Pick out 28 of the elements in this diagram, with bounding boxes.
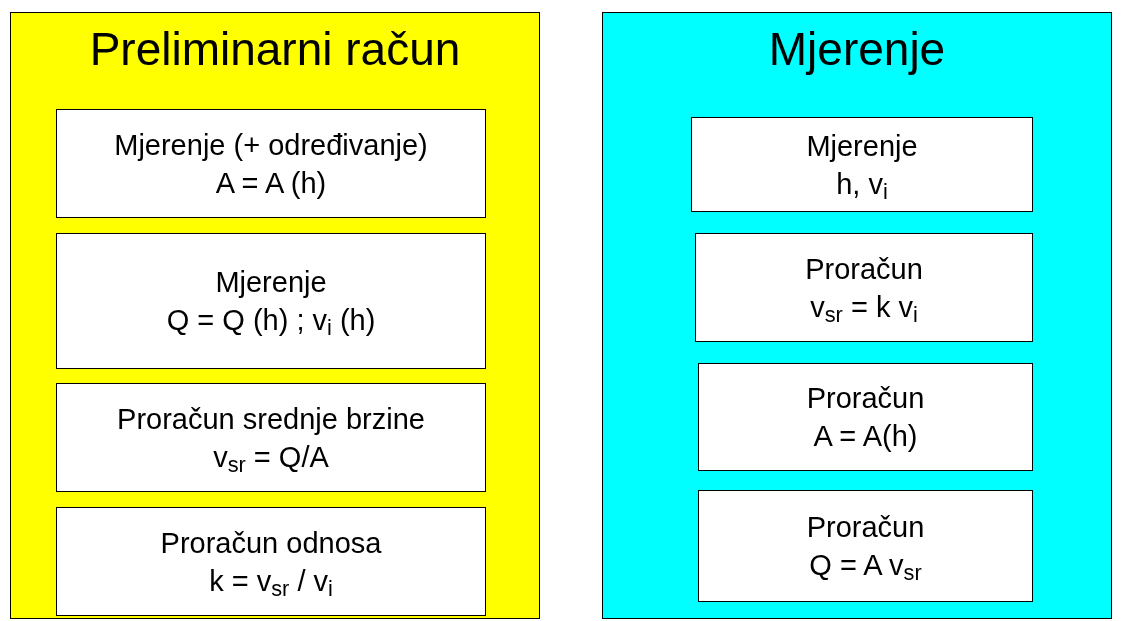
formula: Q = A v$_{sr}$ <box>809 548 922 584</box>
process-box <box>56 233 486 369</box>
process-box <box>56 109 486 218</box>
process-box <box>56 383 486 492</box>
panel <box>10 12 540 619</box>
box-heading: Mjerenje (+ određivanje) <box>114 127 428 163</box>
formula: Q = Q (h) ; v$_{i}$ (h) <box>166 303 376 339</box>
process-box <box>695 233 1033 342</box>
process-box <box>698 490 1033 602</box>
box-heading: Mjerenje <box>215 265 327 300</box>
panel-title: Preliminarni račun <box>88 22 462 77</box>
box-heading: Mjerenje <box>806 128 918 164</box>
process-box <box>56 507 486 616</box>
box-heading: Proračun <box>806 381 925 416</box>
box-heading: Proračun odnosa <box>160 525 382 561</box>
formula: v$_{sr}$ = Q/A <box>213 439 329 476</box>
formula: v$_{sr}$ = k v$_{i}$ <box>810 289 918 326</box>
box-heading: Proračun srednje brzine <box>117 401 425 437</box>
box-heading: Proračun <box>806 510 925 545</box>
panel <box>602 12 1112 619</box>
formula: A = A (h) <box>215 165 327 201</box>
panel-title: Mjerenje <box>767 22 947 77</box>
process-box <box>698 363 1033 471</box>
process-box <box>691 117 1033 212</box>
formula: A = A(h) <box>813 419 918 454</box>
box-heading: Proračun <box>805 251 923 287</box>
formula: h, v$_{i}$ <box>836 166 888 203</box>
formula: k = v$_{sr}$ / v$_{i}$ <box>209 563 333 600</box>
